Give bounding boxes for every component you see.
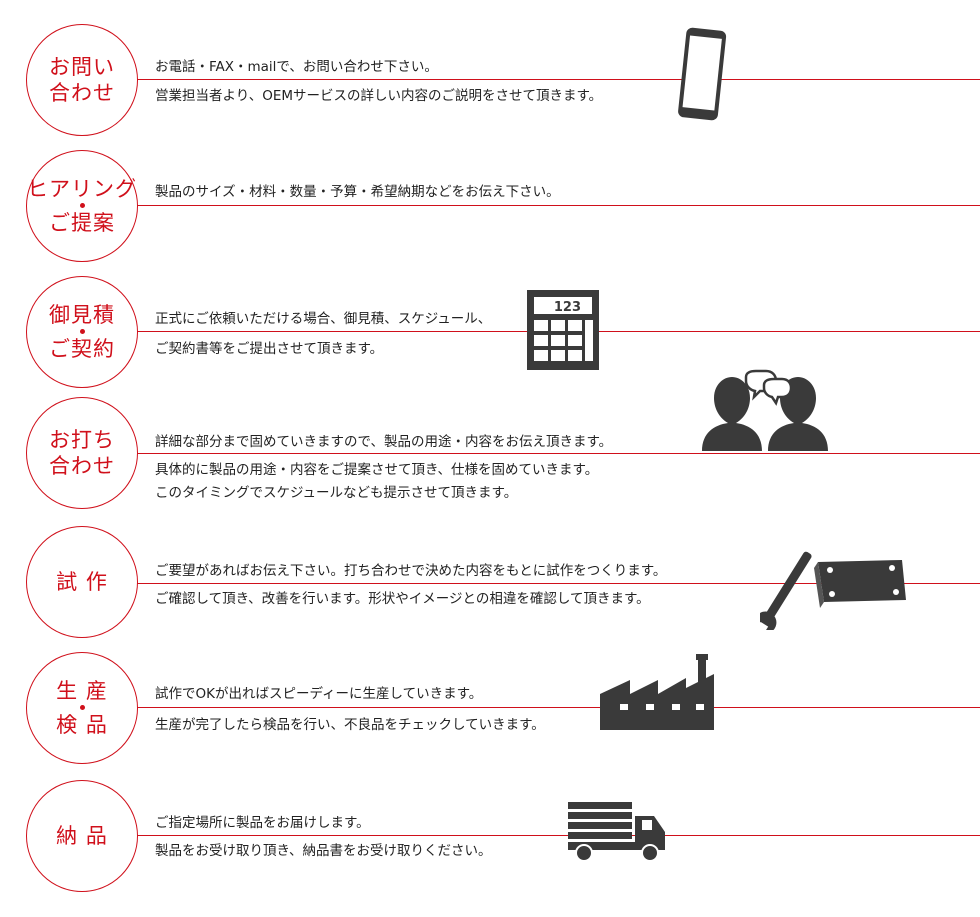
step-text-line: ご契約書等をご提出させて頂きます。: [155, 341, 384, 357]
step-text-line: 生産が完了したら検品を行い、不良品をチェックしていきます。: [155, 717, 545, 733]
calculator-icon: 123: [527, 290, 599, 370]
step-title-line2: ご契約: [49, 337, 115, 361]
step-text-line: 製品をお受け取り頂き、納品書をお受け取りください。: [155, 843, 492, 859]
step-title-line1: お打ち: [49, 428, 115, 452]
truck-icon: [568, 802, 665, 862]
separator-dot: [79, 329, 85, 334]
step-circle: お打ち 合わせ: [26, 397, 138, 509]
step-text-line: このタイミングでスケジュールなども提示させて頂きます。: [155, 485, 518, 501]
step-text-line: お電話・FAX・mailで、お問い合わせ下さい。: [155, 59, 438, 75]
calculator-display: 123: [554, 300, 581, 315]
step-text-line: 具体的に製品の用途・内容をご提案させて頂き、仕様を固めていきます。: [155, 462, 599, 478]
step-rule: [120, 583, 980, 584]
step-hearing: ヒアリング ご提案 製品のサイズ・材料・数量・予算・希望納期などをお伝え下さい。: [0, 146, 980, 262]
step-production: 生 産 検 品 試作でOKが出ればスピーディーに生産していきます。 生産が完了し…: [0, 652, 980, 764]
step-delivery: 納 品 ご指定場所に製品をお届けします。 製品をお受け取り頂き、納品書をお受け取…: [0, 780, 980, 892]
step-title-line1: ヒアリング: [27, 177, 137, 201]
step-title-line2: 合わせ: [49, 81, 115, 105]
step-estimate: 御見積 ご契約 正式にご依頼いただける場合、御見積、スケジュール、 ご契約書等を…: [0, 276, 980, 388]
step-text-line: 試作でOKが出ればスピーディーに生産していきます。: [155, 686, 483, 702]
tablet-icon: [678, 27, 727, 121]
step-title-line1: 御見積: [49, 303, 115, 327]
step-circle: 納 品: [26, 780, 138, 892]
factory-icon: [600, 654, 714, 730]
step-title-line2: 検 品: [56, 713, 108, 737]
step-circle: 生 産 検 品: [26, 652, 138, 764]
step-rule: [120, 205, 980, 206]
step-rule: [120, 707, 980, 708]
wrench-plate-icon: [760, 551, 906, 630]
step-title-line1: お問い: [49, 55, 115, 79]
step-title-line2: 合わせ: [49, 454, 115, 478]
step-title-line1: 納 品: [56, 824, 108, 848]
step-circle: ヒアリング ご提案: [26, 150, 138, 262]
step-prototype: 試 作 ご要望があればお伝え下さい。打ち合わせで決めた内容をもとに試作をつくりま…: [0, 526, 980, 638]
step-meeting: お打ち 合わせ 詳細な部分まで固めていきますので、製品の用途・内容をお伝え頂きま…: [0, 369, 980, 509]
step-inquiry: お問い 合わせ お電話・FAX・mailで、お問い合わせ下さい。 営業担当者より…: [0, 24, 980, 136]
step-rule: [120, 835, 980, 836]
step-text-line: 詳細な部分まで固めていきますので、製品の用途・内容をお伝え頂きます。: [155, 434, 613, 450]
step-circle: 御見積 ご契約: [26, 276, 138, 388]
meeting-icon: [702, 369, 828, 451]
step-rule: [120, 453, 980, 454]
step-circle: お問い 合わせ: [26, 24, 138, 136]
step-text-line: 正式にご依頼いただける場合、御見積、スケジュール、: [155, 311, 492, 327]
step-text-line: ご確認して頂き、改善を行います。形状やイメージとの相違を確認して頂きます。: [155, 591, 650, 607]
step-text-line: 営業担当者より、OEMサービスの詳しい内容のご説明をさせて頂きます。: [155, 88, 603, 104]
step-text-line: ご要望があればお伝え下さい。打ち合わせで決めた内容をもとに試作をつくります。: [155, 563, 667, 579]
step-title-line1: 試 作: [56, 570, 108, 594]
separator-dot: [79, 203, 85, 208]
step-title-line2: ご提案: [49, 211, 115, 235]
step-title-line1: 生 産: [56, 679, 108, 703]
step-circle: 試 作: [26, 526, 138, 638]
step-text-line: ご指定場所に製品をお届けします。: [155, 815, 370, 831]
step-rule: [120, 79, 980, 80]
separator-dot: [79, 705, 85, 710]
step-text-line: 製品のサイズ・材料・数量・予算・希望納期などをお伝え下さい。: [155, 184, 560, 200]
